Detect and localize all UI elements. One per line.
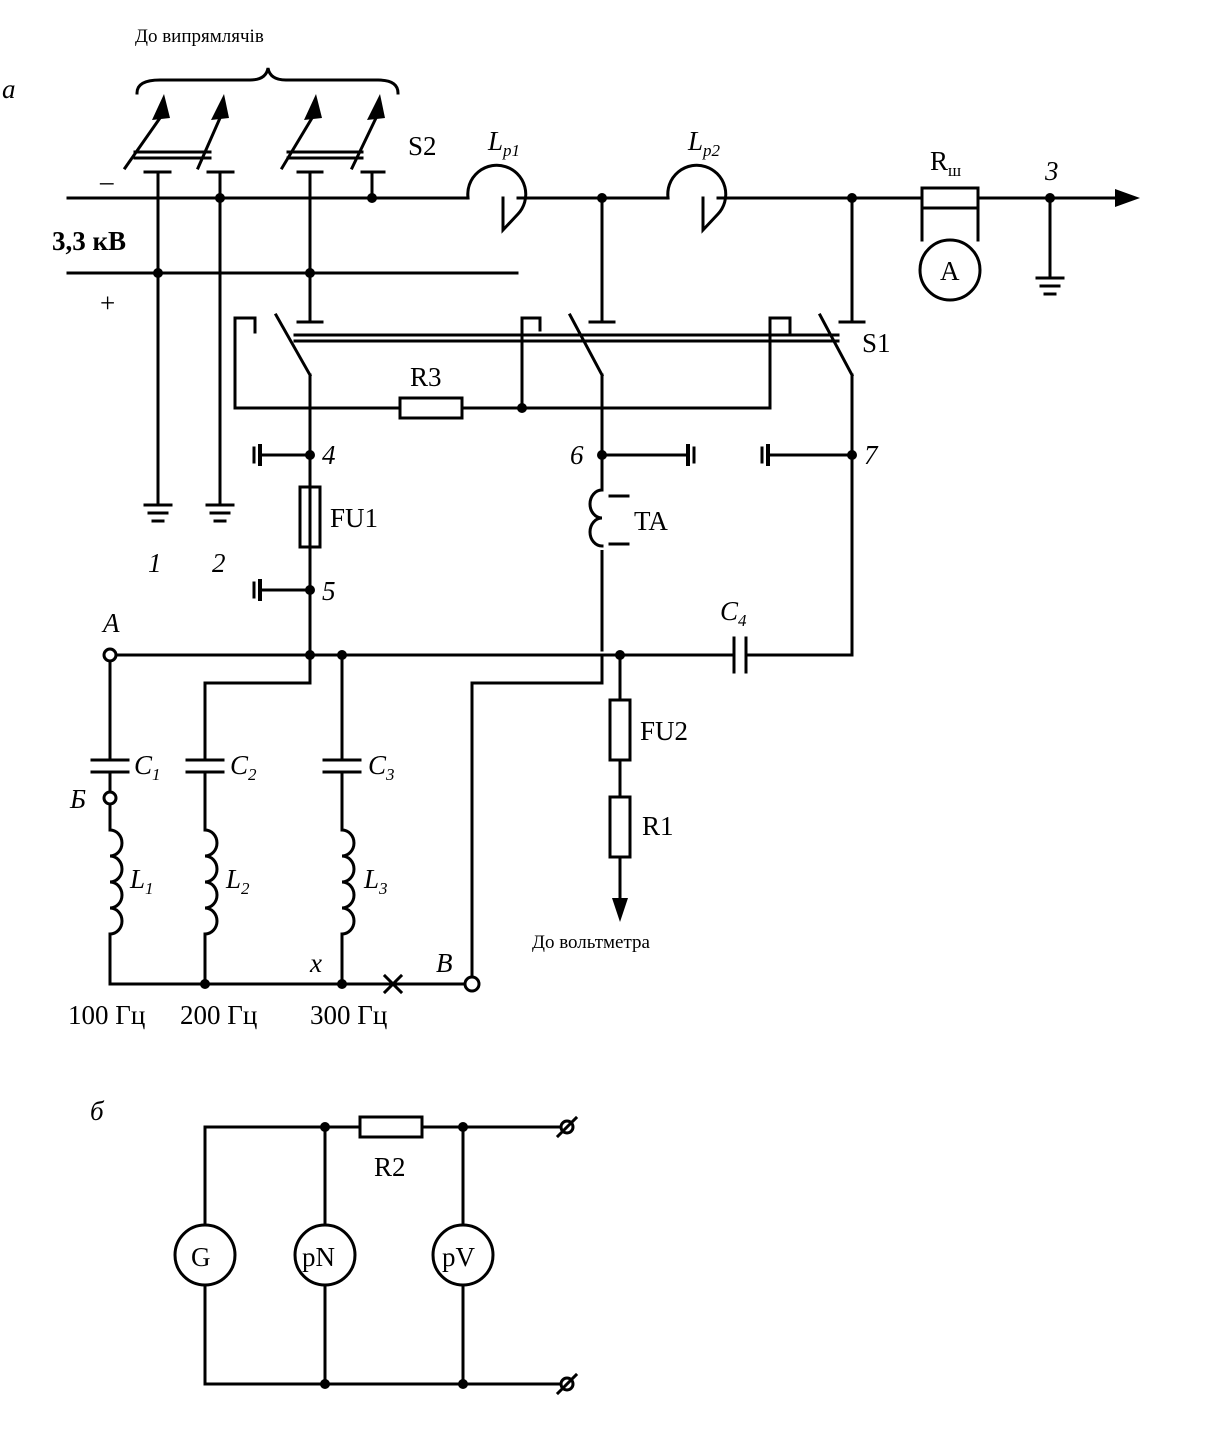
freq-200-label: 200 Гц <box>180 1000 257 1030</box>
node-b-cyr-label: Б <box>69 784 86 814</box>
voltmeter-caption: До вольтметра <box>532 932 651 953</box>
voltage-label: 3,3 кВ <box>52 226 126 256</box>
reactor-lp2 <box>666 163 728 234</box>
r1-label: R1 <box>642 811 674 841</box>
node-2-label: 2 <box>212 548 226 578</box>
panel-a-label: а <box>2 74 16 104</box>
capacitor-c4 <box>732 636 854 674</box>
s1-label: S1 <box>862 328 891 358</box>
c1-label: C1 <box>134 750 161 784</box>
node-1-label: 1 <box>148 548 162 578</box>
resistor-r3 <box>398 396 464 420</box>
grounding-point-4 <box>252 444 315 466</box>
output-terminal <box>555 1115 579 1139</box>
pv-label: pV <box>442 1242 476 1272</box>
filter-branch-300hz <box>322 653 362 989</box>
l1-label: L1 <box>129 864 154 898</box>
cut-mark <box>370 973 467 995</box>
filter-branch-200hz <box>185 653 312 989</box>
output-arrow <box>1115 189 1140 207</box>
shunt-resistor <box>920 186 980 210</box>
node-6-label: 6 <box>570 440 584 470</box>
pn-label: pN <box>302 1242 335 1272</box>
c2-label: C2 <box>230 750 257 784</box>
current-transformer-ta <box>588 488 630 550</box>
ta-label: TA <box>634 506 668 536</box>
grounding-point-5 <box>252 579 315 601</box>
node-x-label: x <box>309 948 322 978</box>
node-b-label: B <box>436 948 453 978</box>
measurement-circuit <box>173 1115 562 1389</box>
minus-sign: – <box>99 166 114 196</box>
plus-sign: + <box>100 288 115 318</box>
node-5-label: 5 <box>322 576 336 606</box>
terminal-b <box>463 975 481 993</box>
resistor-r2 <box>358 1115 424 1139</box>
c3-label: C3 <box>368 750 395 784</box>
l2-label: L2 <box>225 864 250 898</box>
ground-symbol <box>143 503 173 523</box>
grounding-point-7 <box>760 444 857 466</box>
c4-label: C4 <box>720 596 747 630</box>
rsh-label: Rш <box>930 146 961 180</box>
ground-symbol <box>1035 276 1065 296</box>
junction <box>517 403 527 413</box>
ammeter <box>918 238 982 302</box>
node-4-label: 4 <box>322 440 336 470</box>
output-terminal <box>555 1372 579 1396</box>
resistor-r1 <box>608 795 632 859</box>
voltmeter-arrow <box>612 898 628 922</box>
rectifiers-caption: До випрямлячів <box>135 26 264 47</box>
lp1-label: Lр1 <box>487 126 520 160</box>
wire-to-b <box>470 653 604 979</box>
filter-branch-100hz <box>90 659 374 986</box>
fu1-label: FU1 <box>330 503 378 533</box>
lp2-label: Lр2 <box>687 126 721 160</box>
rectifier-arrows <box>122 94 385 171</box>
fuse-fu2 <box>608 698 632 762</box>
panel-b-label: б <box>90 1096 105 1126</box>
fu2-label: FU2 <box>640 716 688 746</box>
r3-label: R3 <box>410 362 442 392</box>
grounding-point-6 <box>597 444 696 466</box>
generator-label: G <box>191 1242 211 1272</box>
node-a-label: A <box>101 608 120 638</box>
node-3-label: 3 <box>1044 156 1059 186</box>
r2-label: R2 <box>374 1152 406 1182</box>
rectifiers-brace <box>135 67 400 95</box>
l3-label: L3 <box>363 864 388 898</box>
fuse-fu1 <box>298 485 322 549</box>
node-7-label: 7 <box>864 440 879 470</box>
rectifier-feeders <box>143 170 386 505</box>
ground-symbol <box>205 503 235 523</box>
reactor-lp1 <box>466 163 528 234</box>
freq-300-label: 300 Гц <box>310 1000 387 1030</box>
terminal-a <box>102 647 118 663</box>
s2-label: S2 <box>408 131 437 161</box>
ammeter-label: A <box>940 256 960 286</box>
freq-100-label: 100 Гц <box>68 1000 145 1030</box>
